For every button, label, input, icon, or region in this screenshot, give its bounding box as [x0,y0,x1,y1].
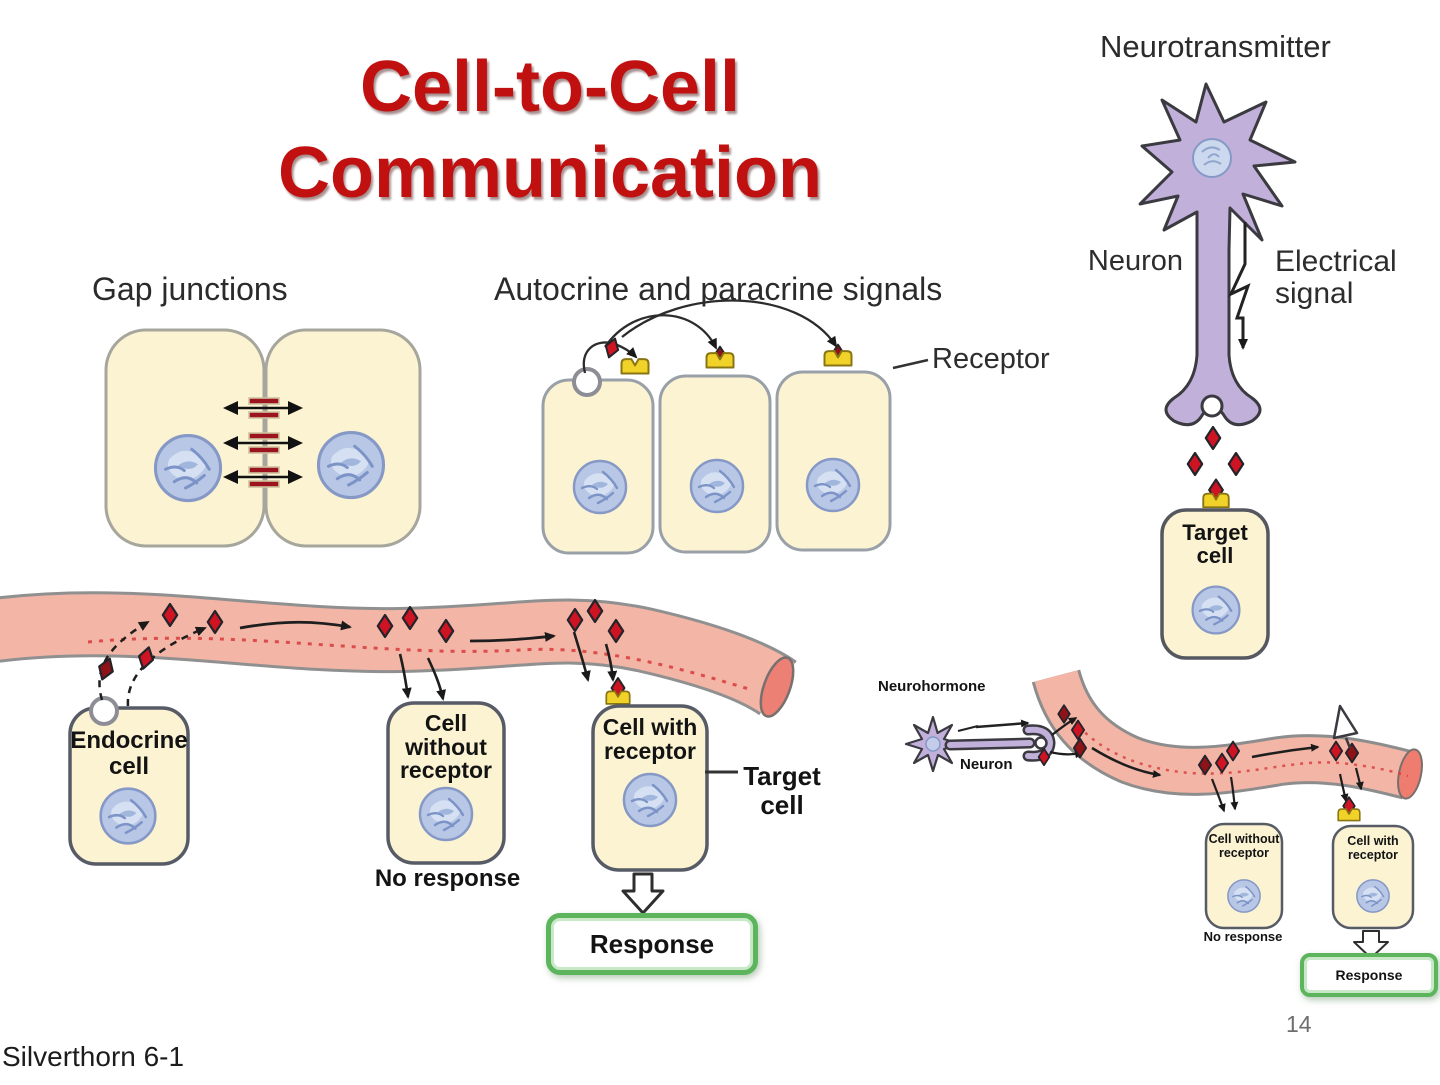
page-title: Cell-to-Cell Communication [277,47,822,214]
axon [947,740,1033,748]
flow-direction-outline-arrow-tail [1344,737,1352,749]
diffusion-arrow [572,631,591,682]
no-response-label: No response [374,865,521,892]
neuron-nucleus [1192,138,1232,178]
paracrine-arrow [604,314,718,350]
target-cell-pointer-label: Target cell [743,761,821,820]
endocrine-blood-vessel [0,591,797,718]
cell-without-receptor [386,701,506,865]
blood-flow-arrow [469,631,556,643]
endocrine-figure [68,598,738,915]
page-number: 14 [1286,1011,1312,1037]
nucleus [99,787,157,845]
paracrine-arrow [621,299,838,348]
flow-direction-outline-arrow [1332,704,1359,740]
response-label: Response [1335,967,1403,983]
gap-junction-channel [223,466,303,488]
axon-terminal-notch [1034,736,1048,750]
target-cell-label: Target cell [1182,520,1248,569]
diffusion-arrow [604,643,618,682]
receptor-pointer-line [892,358,929,370]
cell-without-receptor-label: Cell without receptor [1208,832,1280,860]
gap-junction-channel [223,432,303,454]
autocrine-heading: Autocrine and paracrine signals [494,271,943,307]
gap-junction-channels [223,397,303,488]
signal-arrow [975,719,1030,729]
gap-junction-figure [104,328,422,548]
receptor [620,358,650,375]
nucleus [1356,879,1390,913]
response-block-arrow [1353,930,1389,959]
secretion-pore [572,367,602,397]
neurohormone-figure [904,704,1415,959]
nucleus [1191,585,1241,635]
neurotransmitter-heading: Neurotransmitter [1100,29,1331,64]
nucleus [622,772,678,828]
neurohormone-blood-vessel [1031,668,1423,800]
nucleus [689,458,745,514]
response-box: Response [1300,953,1438,997]
vessel-cut-end [759,656,795,718]
receptor-label: Receptor [932,343,1050,375]
vessel-cut-end [1397,748,1423,800]
cell-with-receptor-label: Cell with receptor [1347,834,1399,862]
electrical-signal-label: Electrical signal [1275,245,1397,311]
neurohormone-heading: Neurohormone [878,678,986,695]
autocrine-paracrine-figure [541,299,929,555]
axon-terminal-notch [1200,394,1224,418]
cell-without-receptor-label: Cell without receptor [399,710,493,784]
nucleus [153,433,223,503]
diffusion-arrow [426,657,447,701]
blood-flow-arrow [1091,746,1162,778]
blood-flow-arrow [1251,743,1320,759]
neuron-figure [1138,82,1297,660]
signal-arrow-tail [957,725,979,732]
diffusion-arrow [398,653,412,699]
neuron-label: Neuron [1087,245,1183,277]
neurotransmitter-diamond [1204,425,1222,451]
gap-junctions-heading: Gap junctions [92,271,288,307]
axon-terminal [1025,726,1054,760]
cell-with-receptor-label: Cell with receptor [602,714,698,764]
secretion-arrow [98,620,150,701]
nucleus [1227,879,1261,913]
nucleus [805,457,861,513]
diffusion-arrow [1210,778,1226,813]
nucleus-texture [1201,146,1222,166]
neuron-nucleus [925,736,941,752]
blood-flow-arrow [239,620,352,631]
vessel-dotted-wall [87,636,753,692]
endocrine-cell-label: Endocrine cell [70,727,188,780]
secretion-arrow [1051,717,1078,736]
response-label: Response [589,928,715,959]
nucleus [316,430,386,500]
target-cell [1160,508,1270,660]
secretion-pore [89,696,119,726]
neurotransmitter-diamond [1227,451,1245,477]
nucleus [418,786,474,842]
diffusion-arrow [1338,773,1349,803]
cell-with-receptor [1331,824,1415,930]
figure-credit: Silverthorn 6-1 [2,1041,185,1072]
neurotransmitter-diamond [1186,451,1204,477]
response-box: Response [546,913,758,975]
nucleus [572,459,628,515]
signal-molecule-diamond [601,335,623,361]
no-response-label: No response [1203,929,1283,944]
neuron-small-label: Neuron [960,756,1013,773]
endocrine-cell [68,706,190,866]
diffusion-arrow [1354,767,1364,791]
gap-junction-channel [223,397,303,419]
vessel-dotted-wall [1066,711,1409,778]
response-block-arrow [621,872,665,915]
electrical-signal-arrow [1227,222,1251,350]
diffusion-arrow [1229,776,1239,811]
cell-without-receptor [1204,822,1284,930]
